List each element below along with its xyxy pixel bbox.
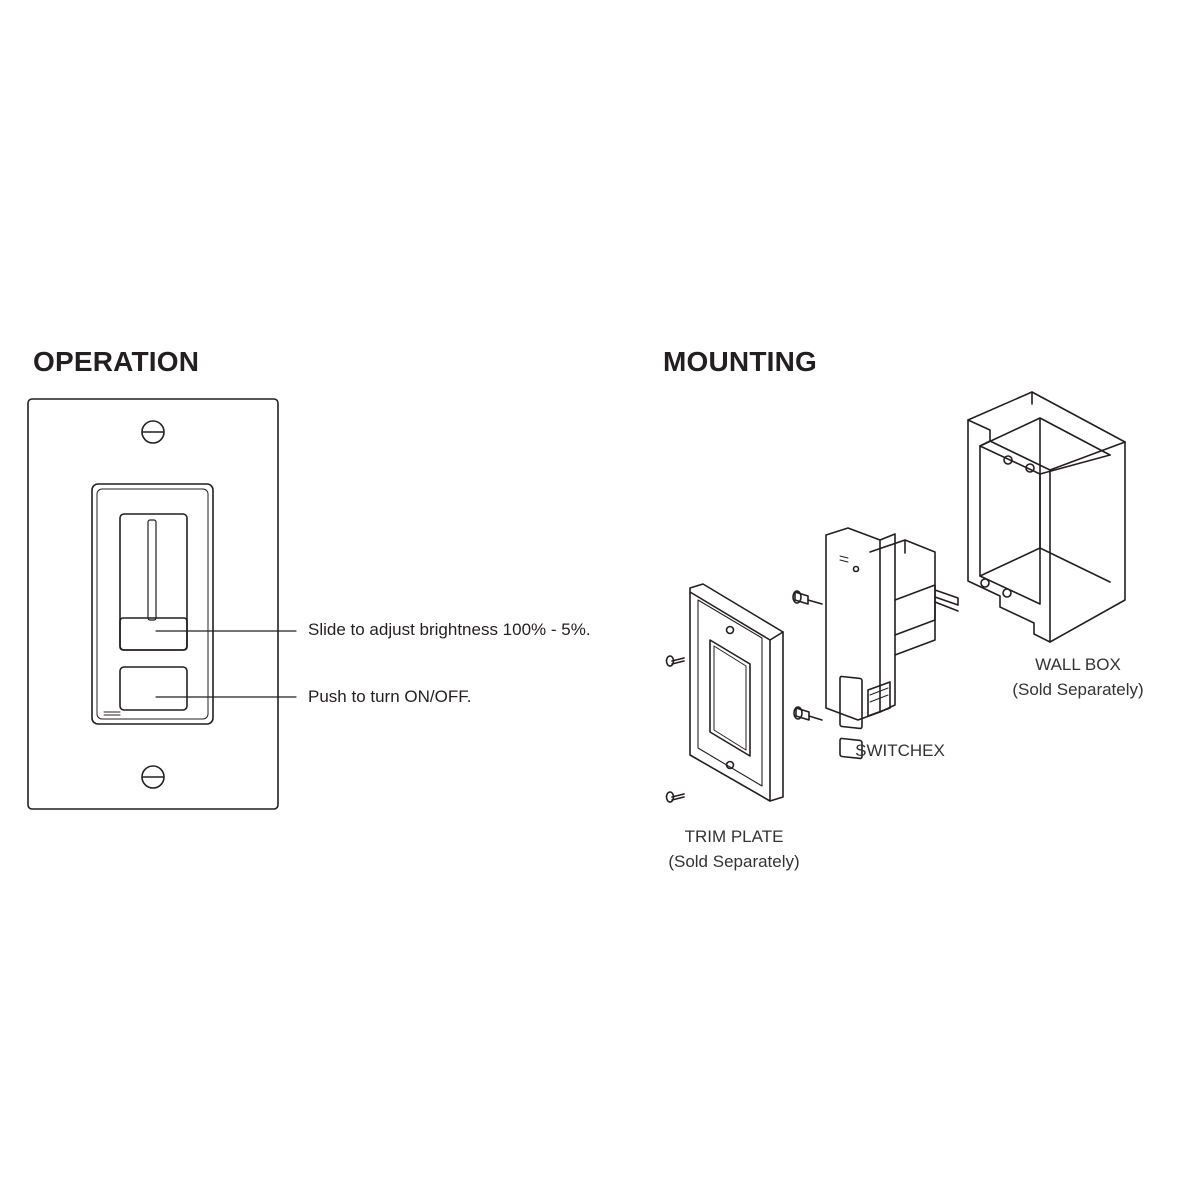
wall-box-label: WALL BOX (Sold Separately)	[1000, 652, 1156, 702]
bottom-screw-icon	[141, 765, 165, 789]
operation-heading: OPERATION	[33, 346, 200, 377]
trim-plate-drawing	[689, 583, 784, 802]
switch-device-drawing	[825, 527, 959, 760]
brand-mark	[103, 711, 121, 716]
wall-box-drawing	[967, 391, 1126, 643]
wall-plate	[27, 398, 279, 810]
mounting-heading: MOUNTING	[663, 346, 818, 377]
wall-box-bottom-hole	[980, 578, 990, 588]
trim-plate-note: (Sold Separately)	[668, 852, 800, 871]
top-screw-icon	[141, 420, 165, 444]
wall-box-note: (Sold Separately)	[1012, 680, 1144, 699]
slide-callout: Slide to adjust brightness 100% - 5%.	[308, 620, 591, 639]
trim-screw-bottom-icon	[665, 791, 685, 803]
slider-track	[119, 513, 188, 651]
trim-plate-name: TRIM PLATE	[684, 827, 784, 846]
switch-body	[91, 483, 214, 725]
push-button	[119, 666, 188, 711]
wall-box-top-hole	[1003, 455, 1013, 465]
switch-name: SWITCHEX	[855, 741, 945, 760]
switch-screw-top-icon	[792, 590, 823, 605]
trim-screw-top-icon	[665, 655, 685, 667]
wall-box-name: WALL BOX	[1035, 655, 1121, 674]
push-callout: Push to turn ON/OFF.	[308, 687, 472, 706]
trim-plate-label: TRIM PLATE (Sold Separately)	[656, 824, 812, 874]
dimmer-front-view	[27, 398, 297, 810]
slider-knob	[119, 617, 188, 651]
switch-screw-bottom-icon	[793, 706, 823, 721]
switch-label: SWITCHEX	[840, 738, 960, 763]
